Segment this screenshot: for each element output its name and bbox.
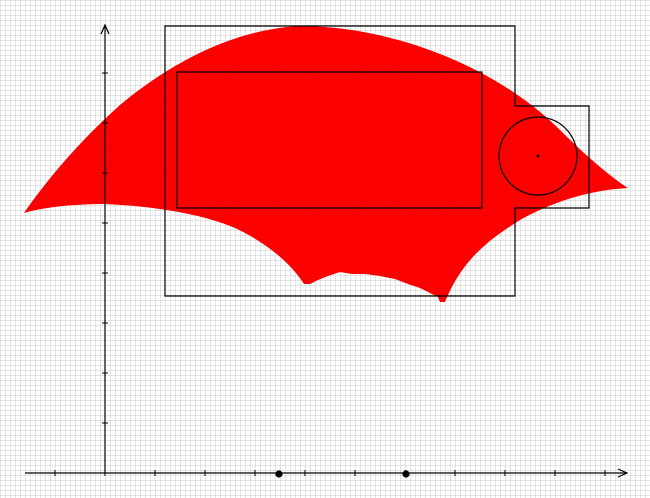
y-axis-ticks (102, 72, 108, 424)
outline-shapes[interactable] (164, 25, 590, 297)
point-a[interactable] (275, 470, 283, 478)
y-axis (100, 23, 110, 474)
filled-region[interactable] (24, 26, 628, 302)
x-axis-arrow-icon (617, 468, 629, 478)
circle-center-point[interactable] (536, 154, 540, 158)
points[interactable] (275, 470, 410, 478)
inner-rectangle[interactable] (176, 71, 483, 209)
circle-outline[interactable] (498, 116, 578, 196)
y-axis-arrow-icon (100, 23, 110, 35)
region-shading (24, 26, 628, 302)
point-b[interactable] (402, 470, 410, 478)
notched-outline-polygon[interactable] (164, 25, 590, 297)
